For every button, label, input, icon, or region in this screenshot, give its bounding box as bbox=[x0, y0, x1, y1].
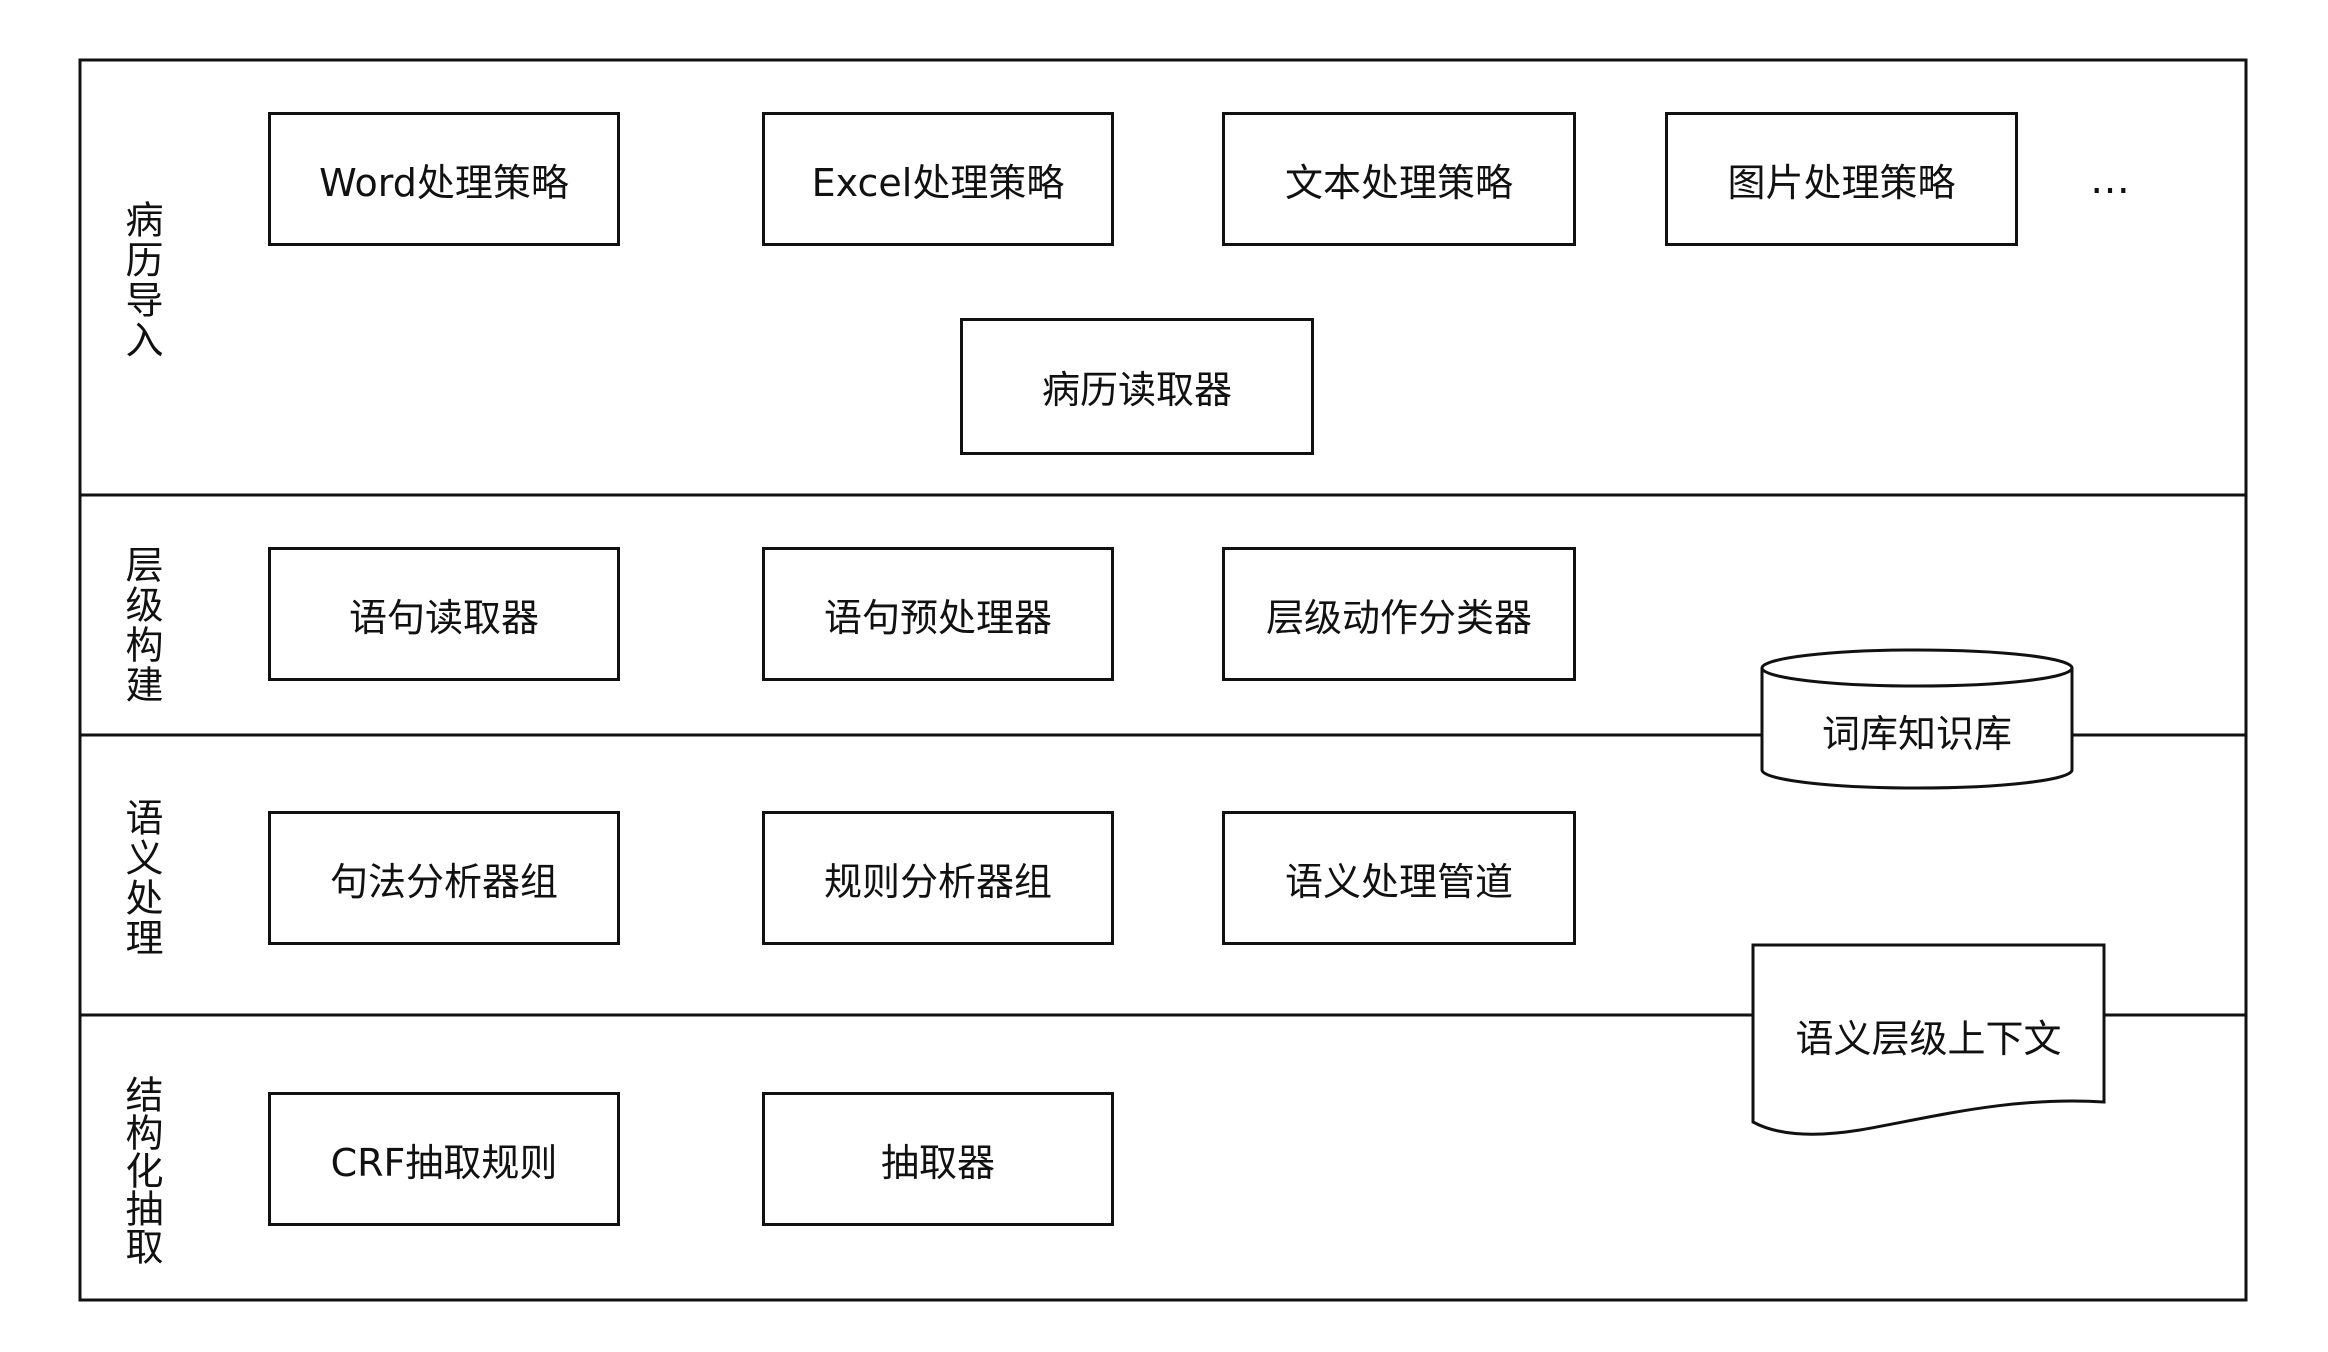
band-label-semantic: 语义处理 bbox=[111, 790, 171, 965]
syntax-analyzer-box: 句法分析器组 bbox=[268, 811, 620, 945]
sentence-preprocessor-box: 语句预处理器 bbox=[762, 547, 1114, 681]
text-strategy-box: 文本处理策略 bbox=[1222, 112, 1576, 246]
band-label-extract-text: 结构化抽取 bbox=[119, 1075, 163, 1265]
band-label-extract: 结构化抽取 bbox=[111, 1065, 171, 1275]
extractor-label: 抽取器 bbox=[880, 1140, 995, 1185]
rule-analyzer-label: 规则分析器组 bbox=[823, 859, 1052, 904]
more-strategies-ellipsis: … bbox=[2090, 157, 2130, 203]
context-document-label: 语义层级上下文 bbox=[1795, 1016, 2062, 1061]
semantic-pipeline-box: 语义处理管道 bbox=[1222, 811, 1576, 945]
band-label-import-text: 病历导入 bbox=[119, 200, 163, 360]
hierarchy-classifier-label: 层级动作分类器 bbox=[1265, 595, 1532, 640]
word-strategy-box: Word处理策略 bbox=[268, 112, 620, 246]
sentence-preprocessor-label: 语句预处理器 bbox=[823, 595, 1052, 640]
extractor-box: 抽取器 bbox=[762, 1092, 1114, 1226]
record-reader-box: 病历读取器 bbox=[960, 318, 1314, 455]
semantic-pipeline-label: 语义处理管道 bbox=[1284, 859, 1513, 904]
rule-analyzer-box: 规则分析器组 bbox=[762, 811, 1114, 945]
band-label-semantic-text: 语义处理 bbox=[119, 797, 163, 958]
lexicon-database-shape bbox=[1760, 648, 2074, 790]
syntax-analyzer-label: 句法分析器组 bbox=[329, 859, 558, 904]
image-strategy-box: 图片处理策略 bbox=[1665, 112, 2018, 246]
band-label-import: 病历导入 bbox=[111, 190, 171, 370]
record-reader-label: 病历读取器 bbox=[1041, 368, 1232, 412]
band-label-hierarchy: 层级构建 bbox=[111, 540, 171, 710]
word-strategy-label: Word处理策略 bbox=[319, 160, 569, 205]
crf-rules-label: CRF抽取规则 bbox=[330, 1140, 558, 1185]
band-label-hierarchy-text: 层级构建 bbox=[119, 545, 163, 705]
excel-strategy-label: Excel处理策略 bbox=[811, 160, 1065, 205]
text-strategy-label: 文本处理策略 bbox=[1284, 160, 1513, 205]
image-strategy-label: 图片处理策略 bbox=[1727, 160, 1956, 205]
sentence-reader-label: 语句读取器 bbox=[348, 595, 539, 640]
crf-rules-box: CRF抽取规则 bbox=[268, 1092, 620, 1226]
lexicon-database-label: 词库知识库 bbox=[1821, 711, 2012, 756]
sentence-reader-box: 语句读取器 bbox=[268, 547, 620, 681]
outer-frame bbox=[78, 58, 2248, 1302]
hierarchy-classifier-box: 层级动作分类器 bbox=[1222, 547, 1576, 681]
context-document-shape bbox=[1751, 943, 2106, 1136]
excel-strategy-box: Excel处理策略 bbox=[762, 112, 1114, 246]
